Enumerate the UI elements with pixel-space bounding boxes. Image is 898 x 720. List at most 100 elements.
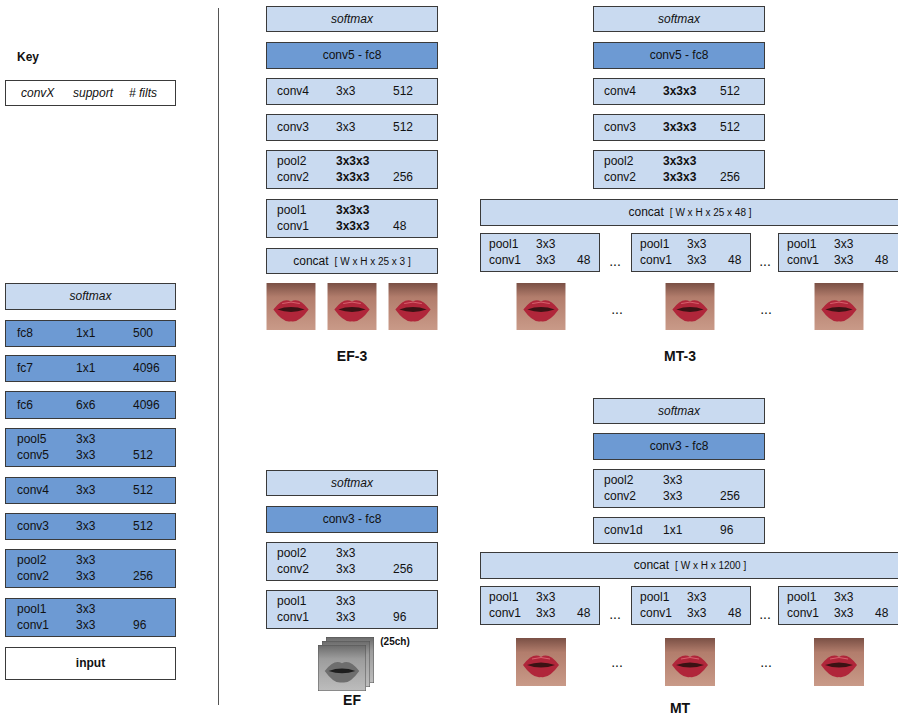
- layer-text: 3x3x3: [663, 120, 696, 135]
- diagram-label: MT: [670, 700, 690, 717]
- layer-text: 3x3: [76, 519, 95, 534]
- layer-box: softmax: [266, 6, 438, 32]
- layer-text: 96: [133, 618, 146, 633]
- diagram-label: ...: [609, 606, 621, 623]
- text-row: conv1d1x196: [594, 523, 764, 538]
- layer-text: pool1: [489, 237, 518, 252]
- layer-box: pool13x3conv13x348: [778, 233, 898, 272]
- lip-frames: [267, 283, 864, 686]
- layer-text: conv4: [277, 84, 309, 99]
- diagram-label: Key: [17, 50, 39, 64]
- layer-text: conv2: [604, 489, 636, 504]
- layer-text: convX: [21, 86, 54, 101]
- layer-text: 512: [393, 84, 413, 99]
- diagram-label: ...: [760, 301, 772, 318]
- layer-text: 6x6: [76, 398, 95, 413]
- layer-text: 3x3: [834, 253, 853, 268]
- layer-text: 3x3: [76, 448, 95, 463]
- layer-text: 3x3: [76, 432, 95, 447]
- layer-text: 3x3: [76, 618, 95, 633]
- layer-text: pool1: [489, 590, 518, 605]
- grey-frame-stack: [318, 637, 374, 691]
- text-row: conv43x3x3512: [594, 84, 764, 99]
- layer-text: 3x3x3: [336, 219, 369, 234]
- layer-box: softmax: [266, 470, 438, 496]
- layer-text: conv1: [640, 606, 672, 621]
- layer-box: fc71x14096: [5, 355, 176, 382]
- layer-text: 3x3: [536, 237, 555, 252]
- layer-text: 1x1: [663, 523, 682, 538]
- layer-text: 48: [728, 253, 741, 268]
- text-row: pool2 3x3: [594, 473, 764, 488]
- layer-text: 3x3: [76, 553, 95, 568]
- layer-box: pool13x3conv13x396: [266, 590, 438, 629]
- layer-text: 3x3: [336, 594, 355, 609]
- layer-text: conv3: [17, 519, 49, 534]
- layer-text: 3x3: [687, 253, 706, 268]
- layer-text: 3x3: [76, 483, 95, 498]
- layer-text: 3x3: [663, 473, 682, 488]
- text-row: fc66x64096: [6, 398, 175, 413]
- layer-text: 96: [393, 610, 406, 625]
- layer-text: softmax: [658, 12, 700, 27]
- layer-box: convXsupport# filts: [5, 80, 176, 106]
- layer-text: conv3: [277, 120, 309, 135]
- layer-text: conv1: [640, 253, 672, 268]
- layer-box: pool13x3conv1 3x3 48: [631, 233, 751, 272]
- layer-text: conv5 - fc8: [323, 48, 382, 63]
- text-row: conv23x3256: [267, 562, 437, 577]
- layer-text: 3x3x3: [336, 154, 369, 169]
- layer-text: 3x3: [663, 489, 682, 504]
- layer-text: concat: [293, 254, 328, 269]
- divider-line: [218, 8, 219, 705]
- layer-text: 3x3: [76, 569, 95, 584]
- layer-text: conv2: [277, 170, 309, 185]
- layer-text: 3x3: [76, 602, 95, 617]
- layer-text: pool1: [17, 602, 46, 617]
- layer-text: softmax: [331, 476, 373, 491]
- layer-box: conv3 - fc8: [593, 433, 765, 460]
- layer-text: pool1: [640, 590, 669, 605]
- layer-text: 3x3: [536, 590, 555, 605]
- layer-text: 256: [720, 489, 740, 504]
- text-row: conv13x348: [481, 606, 599, 621]
- text-row: pool1 3x3: [6, 602, 175, 617]
- layer-box: softmax: [593, 398, 765, 424]
- layer-text: 1x1: [76, 326, 95, 341]
- text-row: pool13x3: [632, 237, 750, 252]
- layer-text: 512: [133, 448, 153, 463]
- layer-text: 48: [875, 606, 888, 621]
- text-row: pool13x3: [779, 237, 898, 252]
- diagram-label: ...: [760, 654, 772, 671]
- layer-box: conv33x3x3512: [593, 114, 765, 141]
- text-row: conv33x3x3512: [594, 120, 764, 135]
- layer-box: conv33x3512: [266, 114, 438, 141]
- layer-box: concat[ W x H x 25 x 3 ]: [266, 248, 438, 274]
- layer-text: conv2: [604, 170, 636, 185]
- layer-text: pool2: [277, 546, 306, 561]
- layer-text: softmax: [331, 12, 373, 27]
- layer-text: pool1: [787, 237, 816, 252]
- layer-box: fc81x1500: [5, 320, 176, 347]
- layer-text: 256: [393, 562, 413, 577]
- layer-text: 48: [577, 253, 590, 268]
- layer-text: 3x3: [687, 237, 706, 252]
- diagram-label: ...: [609, 253, 621, 270]
- layer-text: conv1: [17, 618, 49, 633]
- layer-box: pool2 3x3 conv2 3x3 256: [593, 469, 765, 508]
- layer-box: pool53x3conv53x3512: [5, 428, 176, 467]
- layer-text: support: [73, 86, 113, 101]
- text-row: pool2 3x3x3: [267, 154, 437, 169]
- layer-text: pool2: [604, 473, 633, 488]
- layer-text: concat: [634, 558, 669, 573]
- diagram-label: EF-3: [337, 348, 367, 365]
- layer-text: pool1: [277, 594, 306, 609]
- layer-text: pool2: [277, 154, 306, 169]
- layer-text: pool5: [17, 432, 46, 447]
- layer-text: conv1: [277, 219, 309, 234]
- layer-box: input: [5, 647, 176, 680]
- layer-box: pool1 3x3 conv1 3x3 96: [5, 598, 176, 637]
- text-row: conv13x348: [632, 606, 750, 621]
- layer-text: 256: [720, 170, 740, 185]
